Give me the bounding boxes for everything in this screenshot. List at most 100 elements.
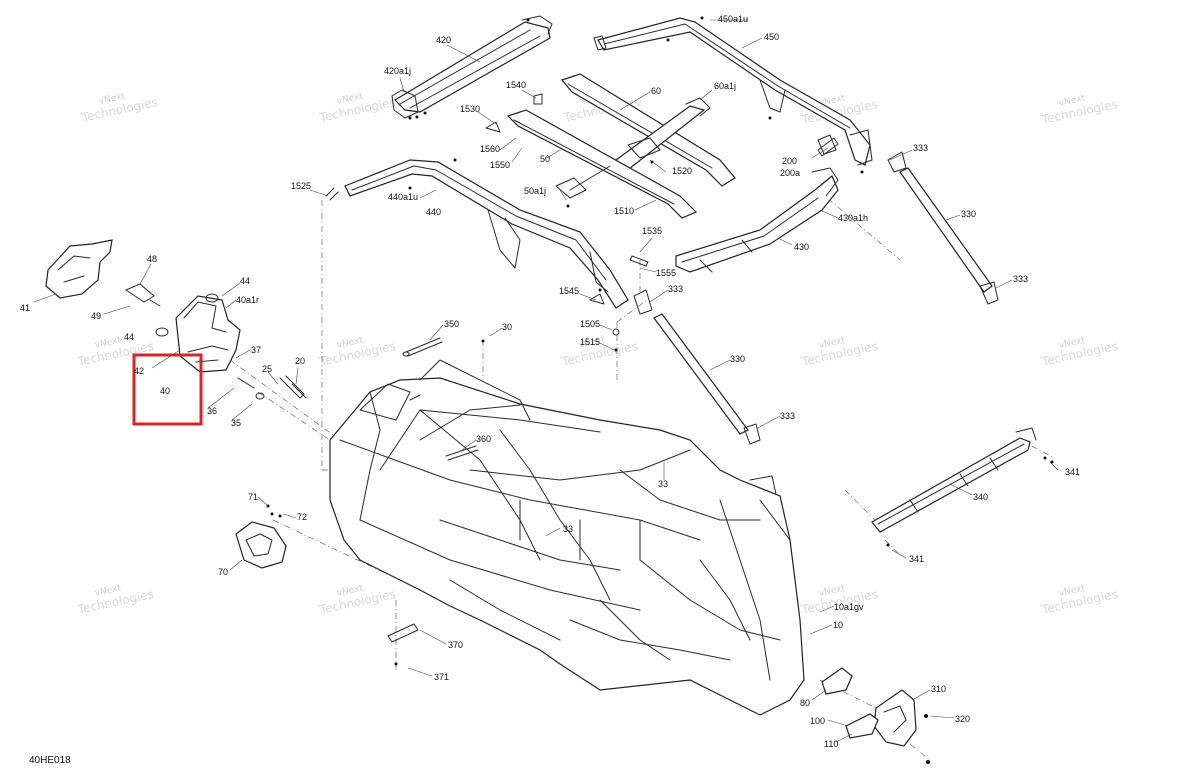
watermark: vNext Technologies [1040,93,1119,126]
callout-420a1j: 420a1j [384,66,411,76]
callout-49: 49 [91,311,101,321]
watermark: vNext Technologies [1040,335,1119,368]
callout-40: 40 [160,386,170,396]
callout-1550: 1550 [490,160,510,170]
callout-42: 42 [134,366,144,376]
callout-80: 80 [800,698,810,708]
callout-371: 371 [434,672,449,682]
part-70-mount [235,504,287,569]
watermark: vNext Technologies [76,583,155,616]
callout-20: 20 [295,356,305,366]
callout-370: 370 [448,640,463,650]
callout-333-right: 333 [1013,274,1028,284]
callout-340: 340 [973,492,988,502]
callout-100: 100 [810,716,825,726]
callout-430: 430 [794,242,809,252]
callout-1545: 1545 [559,286,579,296]
part-50-crossbar [506,109,698,219]
callout-110: 110 [824,739,838,749]
part-330-tube-lower [633,289,761,445]
callout-420: 420 [436,35,451,45]
callout-320: 320 [955,714,970,724]
drawing-code: 40HE018 [29,755,71,766]
callout-350: 350 [444,319,459,329]
part-370-bracket [387,623,419,643]
part-310-mount [873,689,917,747]
callout-44-top: 44 [240,276,250,286]
callout-10a1gv: 10a1gv [834,602,864,612]
part-440-rollbar [344,158,629,309]
watermark: vNext Technologies [318,91,397,124]
callout-1560: 1560 [480,144,500,154]
callout-440a1u: 440a1u [388,192,418,202]
callout-1510: 1510 [614,206,634,216]
part-80-plate [821,667,853,695]
callout-72: 72 [297,512,307,522]
watermark: vNext Technologies [1040,583,1119,616]
callout-44-mid: 44 [124,332,134,342]
callout-330-mid: 330 [730,354,745,364]
callout-360: 360 [476,434,491,444]
callout-41: 41 [20,303,30,313]
callout-310: 310 [931,684,946,694]
part-40a1r-bracket [125,283,241,373]
callout-341-top: 341 [1065,467,1080,477]
callout-1530: 1530 [460,104,480,114]
callout-333-low: 333 [780,411,795,421]
callout-labels: 420 420a1j 450a1u 450 1540 60a1j 60 1530… [20,14,1080,749]
part-450-rollbar [593,16,873,174]
part-20-25-pins [237,375,307,400]
callout-1525: 1525 [291,181,311,191]
watermark: vNext Technologies [318,583,397,616]
part-420-rollbar [391,15,553,120]
part-430-bar [675,134,839,273]
part-350-link [402,337,443,357]
callout-440: 440 [426,207,441,217]
part-360-link [445,445,479,461]
hardware-parts [325,93,1054,764]
callout-50a1j: 50a1j [524,186,546,196]
callout-71: 71 [248,492,258,502]
assembly-lines [229,189,1056,761]
callout-30: 30 [502,322,512,332]
part-10-main-frame [329,359,805,716]
callout-1540: 1540 [506,80,526,90]
watermark: vNext Technologies [80,91,159,124]
part-330-tube-upper [887,151,999,305]
callout-450: 450 [764,32,779,42]
callout-333-mid: 333 [668,284,683,294]
callout-25: 25 [262,364,272,374]
callout-37: 37 [251,345,261,355]
callout-40a1r: 40a1r [236,295,259,305]
highlight-box[interactable] [132,353,203,426]
callout-341-bottom: 341 [909,554,924,564]
callout-48: 48 [147,254,157,264]
callout-35: 35 [231,418,241,428]
leader-lines [33,19,1059,743]
callout-1555: 1555 [656,268,676,278]
watermark: vNext Technologies [76,335,155,368]
watermark: vNext Technologies [800,335,879,368]
callout-50: 50 [540,154,550,164]
callout-333-top: 333 [913,143,928,153]
callout-10: 10 [833,620,843,630]
part-340-side-bar [871,427,1037,533]
watermark: vNext Technologies [318,335,397,368]
callout-450a1u: 450a1u [718,14,748,24]
watermark: vNext Technologies [560,335,639,368]
part-110-plate [845,713,879,739]
part-60-crossbar [560,73,736,187]
callout-36: 36 [207,406,217,416]
part-41-skid-plate [45,239,113,299]
callout-60a1j: 60a1j [714,81,736,91]
callout-330-top: 330 [961,209,976,219]
callout-200: 200 [782,156,797,166]
callout-1535: 1535 [642,226,662,236]
callout-430a1h: 430a1h [838,213,868,223]
callout-33-top: 33 [658,479,668,489]
callout-1520: 1520 [672,166,692,176]
callout-1505: 1505 [580,319,600,329]
callout-33-mid: 33 [563,524,573,534]
callout-1515: 1515 [580,337,600,347]
